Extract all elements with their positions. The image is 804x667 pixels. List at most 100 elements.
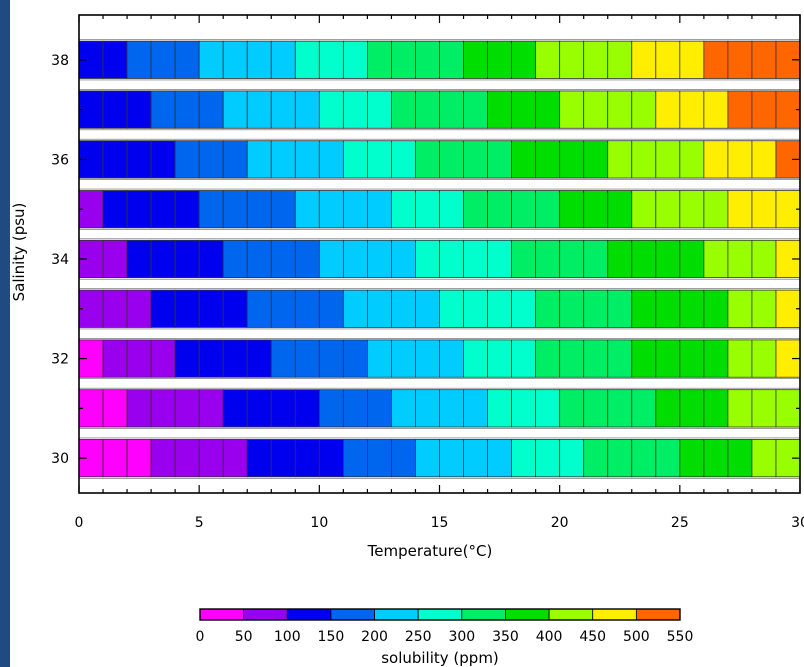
y-axis-label: Salinity (psu) xyxy=(10,203,28,302)
heatmap-cell xyxy=(463,389,488,428)
heatmap-cell xyxy=(751,190,777,229)
heatmap-cell xyxy=(366,140,392,179)
colorbar-swatch xyxy=(417,608,463,621)
heatmap-cell xyxy=(102,239,128,279)
heatmap-cell xyxy=(727,339,753,378)
heatmap-cell xyxy=(270,339,296,378)
heatmap-cell xyxy=(126,439,152,478)
heatmap-cell xyxy=(174,289,200,328)
heatmap-cell xyxy=(703,90,729,129)
heatmap-cell xyxy=(535,239,561,279)
heatmap-cell xyxy=(631,289,657,328)
heatmap-cell xyxy=(679,389,705,428)
heatmap-cell xyxy=(559,239,585,279)
heatmap-cell xyxy=(415,439,440,478)
heatmap-cell xyxy=(727,239,753,279)
colorbar-swatch xyxy=(592,608,637,621)
heatmap-cell xyxy=(559,289,585,328)
colorbar-tick-label: 300 xyxy=(448,629,475,645)
heatmap-cell xyxy=(631,140,657,179)
x-tick-label: 0 xyxy=(75,515,84,531)
heatmap-cell xyxy=(703,439,729,478)
y-tick-label: 32 xyxy=(51,352,69,368)
x-tick-label: 25 xyxy=(671,515,689,531)
colorbar-tick-label: 450 xyxy=(579,629,606,645)
heatmap-cell xyxy=(679,439,705,478)
heatmap-cell xyxy=(679,339,705,378)
heatmap-cell xyxy=(222,90,248,129)
heatmap-cell xyxy=(487,190,513,229)
colorbar-swatch xyxy=(461,608,506,621)
colorbar xyxy=(199,608,681,621)
colorbar-tick-label: 150 xyxy=(318,629,345,645)
heatmap-cell xyxy=(559,40,585,79)
heatmap-cell xyxy=(391,140,416,179)
heatmap-cell xyxy=(415,140,440,179)
heatmap-cell xyxy=(150,140,176,179)
heatmap-cell xyxy=(703,40,729,79)
heatmap-cell xyxy=(415,289,440,328)
colorbar-tick-label: 350 xyxy=(492,629,519,645)
heatmap-cell xyxy=(535,190,561,229)
x-axis-label: Temperature(°C) xyxy=(367,542,493,560)
heatmap-cell xyxy=(318,389,344,428)
heatmap-cell xyxy=(342,140,368,179)
colorbar-tick-label: 0 xyxy=(196,629,205,645)
heatmap-cell xyxy=(655,389,681,428)
heatmap-cell xyxy=(511,140,537,179)
heatmap-cell xyxy=(487,339,513,378)
heatmap-cell xyxy=(559,389,585,428)
heatmap-cell xyxy=(102,190,128,229)
heatmap-cell xyxy=(751,40,777,79)
heatmap-cell xyxy=(294,40,320,79)
heatmap-cell xyxy=(703,140,729,179)
heatmap-cell xyxy=(270,190,296,229)
heatmap-cell xyxy=(366,339,392,378)
heatmap-cell xyxy=(294,90,320,129)
heatmap-cell xyxy=(559,439,585,478)
heatmap-cell xyxy=(535,40,561,79)
heatmap-cell xyxy=(198,439,224,478)
heatmap-cell xyxy=(342,339,368,378)
heatmap-cell xyxy=(751,439,777,478)
heatmap-cell xyxy=(631,389,657,428)
heatmap-cell xyxy=(463,140,488,179)
heatmap-cell xyxy=(415,389,440,428)
heatmap-cell xyxy=(270,439,296,478)
heatmap-cell xyxy=(198,90,224,129)
heatmap-cell xyxy=(246,339,272,378)
colorbar-swatch xyxy=(243,608,288,621)
heatmap-cell xyxy=(270,90,296,129)
heatmap-cell xyxy=(150,239,176,279)
heatmap-cell xyxy=(366,289,392,328)
heatmap-cell xyxy=(607,40,633,79)
heatmap-cell xyxy=(366,239,392,279)
heatmap-cell xyxy=(246,289,272,328)
heatmap-cell xyxy=(150,389,176,428)
heatmap-cell xyxy=(150,339,176,378)
heatmap-cell xyxy=(318,439,344,478)
heatmap-cell xyxy=(631,40,657,79)
heatmap-cell xyxy=(126,140,152,179)
heatmap-cell xyxy=(150,439,176,478)
colorbar-tick-label: 550 xyxy=(667,629,694,645)
heatmap-cell xyxy=(270,389,296,428)
heatmap-cell xyxy=(655,90,681,129)
heatmap-cell xyxy=(246,439,272,478)
heatmap-cell xyxy=(102,90,128,129)
heatmap-cell xyxy=(102,439,128,478)
heatmap-cell xyxy=(198,289,224,328)
heatmap-cell xyxy=(174,90,200,129)
heatmap-cell xyxy=(126,339,152,378)
heatmap-cell xyxy=(246,389,272,428)
heatmap-cell xyxy=(102,140,128,179)
heatmap-cell xyxy=(102,289,128,328)
heatmap-cell xyxy=(439,40,464,79)
colorbar-tick-label: 50 xyxy=(235,629,253,645)
heatmap-cell xyxy=(246,40,272,79)
heatmap-cell xyxy=(727,140,753,179)
colorbar-swatch xyxy=(199,608,245,621)
heatmap-cell xyxy=(222,289,248,328)
heatmap-cell xyxy=(222,439,248,478)
heatmap-cell xyxy=(439,190,464,229)
